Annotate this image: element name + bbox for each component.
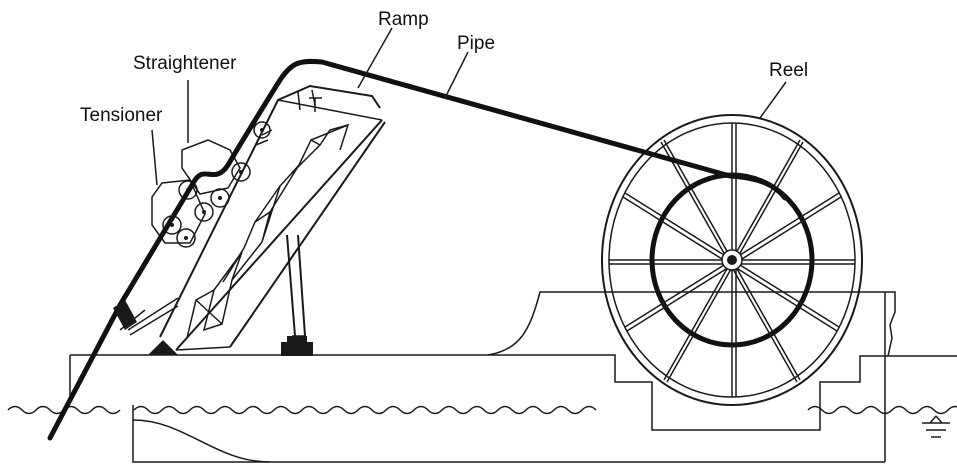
straightener <box>181 121 271 208</box>
water-level-symbol <box>922 415 950 438</box>
label-reel: Reel <box>769 60 808 81</box>
barge-hull <box>69 292 957 463</box>
label-straightener: Straightener <box>133 53 237 74</box>
label-tensioner: Tensioner <box>80 105 163 126</box>
waterline <box>7 405 957 438</box>
reel-support <box>487 291 896 357</box>
support-leg-foot <box>281 336 313 356</box>
ramp-hinge-foot <box>148 340 178 355</box>
label-pipe: Pipe <box>457 33 495 54</box>
pipe-clamp <box>113 300 146 331</box>
pipe <box>47 58 788 441</box>
ramp-truss <box>127 84 386 351</box>
leader-lines <box>151 27 787 186</box>
reel <box>601 114 863 406</box>
label-ramp: Ramp <box>378 9 429 30</box>
